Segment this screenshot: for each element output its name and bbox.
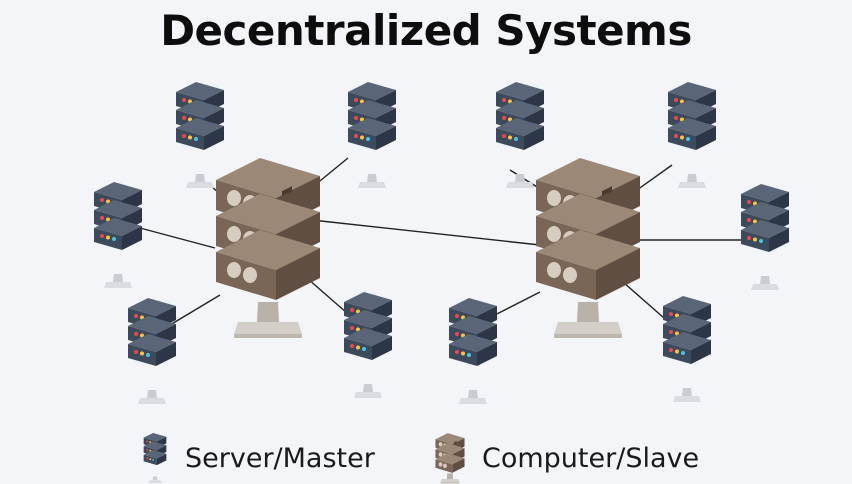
legend-server: Server/Master <box>135 432 375 484</box>
server-right-bottom <box>449 298 497 404</box>
server-right-top-right <box>668 82 716 188</box>
legend-server-label: Server/Master <box>185 442 375 474</box>
network-diagram <box>94 82 789 404</box>
server-right-mid <box>741 184 789 290</box>
server-right-bottom-right <box>663 296 711 402</box>
computer-icon <box>435 433 465 484</box>
server-left-mid <box>94 182 142 288</box>
server-icon <box>143 432 167 484</box>
legend-computer: Computer/Slave <box>428 432 699 484</box>
server-left-top-right <box>348 82 396 188</box>
hub-left <box>216 158 320 338</box>
diagram-title: Decentralized Systems <box>160 6 692 55</box>
legend-computer-label: Computer/Slave <box>482 442 700 474</box>
hub-right <box>536 158 640 338</box>
server-left-bottom <box>128 298 176 404</box>
server-right-top <box>496 82 544 188</box>
legend: Server/Master Computer/Slave <box>0 432 852 484</box>
server-left-bottom-right <box>344 292 392 398</box>
server-left-top <box>176 82 224 188</box>
